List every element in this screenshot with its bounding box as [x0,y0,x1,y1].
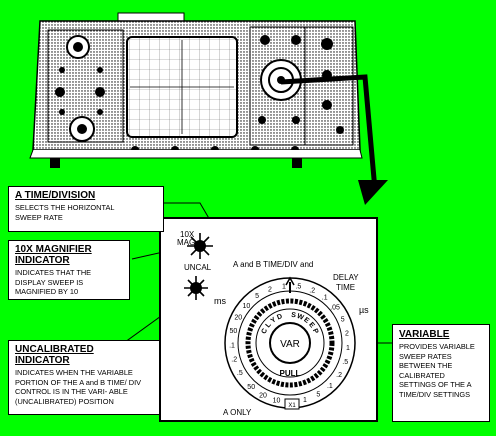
dial-number: 1 [303,397,307,404]
callout-uncalibrated-title: UNCALIBRATED INDICATOR [15,344,94,366]
ring-letter: E [302,316,310,325]
scale-window: X1 [284,398,300,410]
dial-number: 20 [259,392,267,399]
dial-number: .5 [237,370,243,377]
dial-number: .2 [336,372,342,379]
callout-variable-desc: PROVIDES VARIABLE SWEEP RATES BETWEEN TH… [399,342,475,399]
var-knob[interactable]: VAR [269,322,311,364]
dial-number: 5 [341,317,345,324]
mag-label-1: 10X [180,230,195,239]
dial-number: 10 [273,397,281,404]
ms-label: ms [214,296,226,306]
callout-uncalibrated: UNCALIBRATED INDICATOR INDICATES WHEN TH… [8,340,160,415]
dial-number: 5 [255,293,259,300]
dial-number: .1 [327,383,333,390]
callout-variable: VARIABLE PROVIDES VARIABLE SWEEP RATES B… [392,324,490,422]
ring-letter: C [261,328,269,336]
var-label: VAR [280,339,300,350]
ring-letter: Y [270,316,278,325]
ring-letter: P [311,328,319,335]
callout-a-time-division-title: A TIME/DIVISION [15,190,96,201]
callout-variable-title: VARIABLE [399,329,450,340]
dial-number: .05 [330,305,340,312]
dial-number: .5 [295,284,301,291]
pull-label: PULL [280,369,301,378]
window-label: X1 [288,403,296,409]
delay-label: DELAY [333,273,359,282]
magnifier-lamp [187,233,213,259]
callout-magnifier-title: 10X MAGNIFIER INDICATOR [15,244,92,266]
dial-number: 5 [316,392,320,399]
ring-letter: L [265,321,274,329]
us-label: µs [359,305,369,315]
dial-number: 50 [247,384,255,391]
dial-number: 1 [282,283,286,290]
dial-number: 20 [234,315,242,322]
mag-label-2: MAG [177,238,195,247]
callout-a-time-division-desc: SELECTS THE HORIZONTAL SWEEP RATE [15,203,115,222]
dial-number: .2 [231,357,237,364]
uncal-lamp [184,276,208,300]
oscilloscope-illustration [29,12,363,168]
dial-number: .5 [342,359,348,366]
dial-number: .2 [309,287,315,294]
callout-magnifier: 10X MAGNIFIER INDICATOR INDICATES THAT T… [8,240,130,300]
dial-number: 50 [230,328,238,335]
dial-number: .1 [322,295,328,302]
time-label: TIME [336,283,355,292]
callout-uncalibrated-desc: INDICATES WHEN THE VARIABLE PORTION OF T… [15,368,142,406]
callout-magnifier-desc: INDICATES THAT THE DISPLAY SWEEP IS MAGN… [15,268,92,296]
dial-number: 10 [243,303,251,310]
knob-title: A and B TIME/DIV and [233,260,313,269]
uncal-label: UNCAL [184,263,212,272]
dial-number: 2 [345,330,349,337]
ring-letter: W [296,313,305,322]
callout-a-time-division: A TIME/DIVISION SELECTS THE HORIZONTAL S… [8,186,164,232]
ring-letter: D [276,313,283,321]
dial-number: 2 [268,287,272,294]
ring-letter: E [307,321,316,329]
ring-letter: S [291,312,297,320]
a-only-label: A ONLY [223,408,252,417]
dial-number: 1 [346,345,350,352]
dial-number: .1 [229,343,235,350]
